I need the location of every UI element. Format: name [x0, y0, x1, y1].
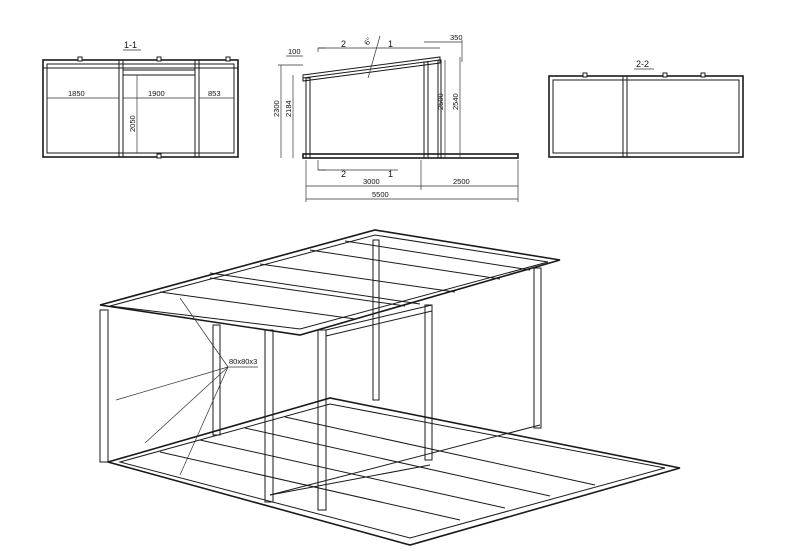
- dim-2184: 2184: [284, 100, 293, 117]
- dim-100: 100: [288, 47, 301, 56]
- section-1-1-purlin-3: [225, 56, 231, 62]
- leader-1: [115, 366, 229, 401]
- iso-front-beam: [325, 304, 433, 331]
- iso-post-front-mid: [264, 329, 274, 503]
- leader-3: [179, 366, 229, 476]
- side-roof: [302, 56, 441, 82]
- iso-roof-outer: [99, 229, 561, 336]
- iso-post-mid-right: [424, 304, 433, 461]
- leader-2: [144, 366, 229, 444]
- section-1-1-frame: [42, 59, 239, 158]
- section-mark-2-top: [317, 47, 326, 52]
- section-1-1-purlin-2: [156, 56, 162, 62]
- dim-3000: 3000: [363, 177, 380, 186]
- angle-label: 6°: [362, 36, 373, 47]
- dim-2300: 2300: [272, 100, 281, 117]
- leader-4: [179, 297, 229, 368]
- mark-2-top: 2: [341, 39, 346, 49]
- mark-1-top: 1: [388, 39, 393, 49]
- section-2-2-purlin-2: [662, 72, 668, 78]
- iso-roof-mid: [209, 272, 421, 305]
- iso-purlin-5: [344, 240, 531, 271]
- section-2-2-frame: [548, 75, 744, 158]
- dim-2050: 2050: [128, 115, 137, 132]
- side-floor: [302, 153, 519, 159]
- iso-purlin-2: [209, 277, 406, 307]
- angle-leader: [367, 35, 381, 79]
- section-1-1-inner: [46, 63, 235, 154]
- iso-post-back-left: [372, 239, 380, 401]
- iso-purlin-3: [259, 263, 456, 293]
- iso-post-back-right: [533, 267, 542, 429]
- dim-1850: 1850: [68, 89, 85, 98]
- section-1-1-floor-joist: [156, 153, 162, 159]
- mark-2-bottom: 2: [341, 169, 346, 179]
- iso-post-inner: [212, 324, 221, 436]
- section-2-2-purlin-1: [582, 72, 588, 78]
- mark-1-bottom: 1: [388, 169, 393, 179]
- iso-joist-1: [159, 451, 461, 521]
- dim-350: 350: [450, 33, 463, 42]
- section-1-1-lintel: [122, 69, 196, 76]
- dim-1900: 1900: [148, 89, 165, 98]
- section-1-1-view: 1-1 1850 1900 853 2050: [42, 40, 239, 159]
- iso-floor-cross-2: [269, 464, 431, 496]
- section-2-2-purlin-3: [700, 72, 706, 78]
- side-roof-mid: [302, 59, 441, 79]
- iso-front-beam-2: [325, 310, 433, 337]
- iso-purlin-4: [309, 249, 501, 280]
- section-2-2-title: 2-2: [636, 59, 649, 69]
- section-mark-2-bottom: [317, 160, 326, 171]
- section-1-1-purlin-1: [77, 56, 83, 62]
- isometric-view: 80x80x3: [99, 229, 681, 546]
- section-2-2-view: 2-2: [548, 59, 744, 158]
- iso-post-front-right: [317, 329, 327, 511]
- iso-floor-outer: [105, 397, 681, 546]
- side-view: 100 2 1 6° 350 2300 2184 2500 2540 2 1 3…: [272, 33, 519, 202]
- iso-post-front-left: [99, 309, 109, 463]
- dim-2500-bottom: 2500: [453, 177, 470, 186]
- iso-roof-inner: [109, 234, 549, 330]
- dim-853: 853: [208, 89, 221, 98]
- dim-2500: 2500: [436, 93, 445, 110]
- profile-label: 80x80x3: [229, 357, 257, 366]
- iso-floor-cross: [269, 424, 541, 496]
- side-post-mid: [423, 61, 429, 159]
- section-2-2-inner: [552, 79, 740, 154]
- iso-floor-inner: [118, 403, 666, 539]
- section-1-1-title: 1-1: [124, 40, 137, 50]
- dim-5500: 5500: [372, 190, 389, 199]
- side-post-left: [305, 77, 311, 159]
- iso-purlin-1: [159, 291, 356, 320]
- dim-2540: 2540: [451, 93, 460, 110]
